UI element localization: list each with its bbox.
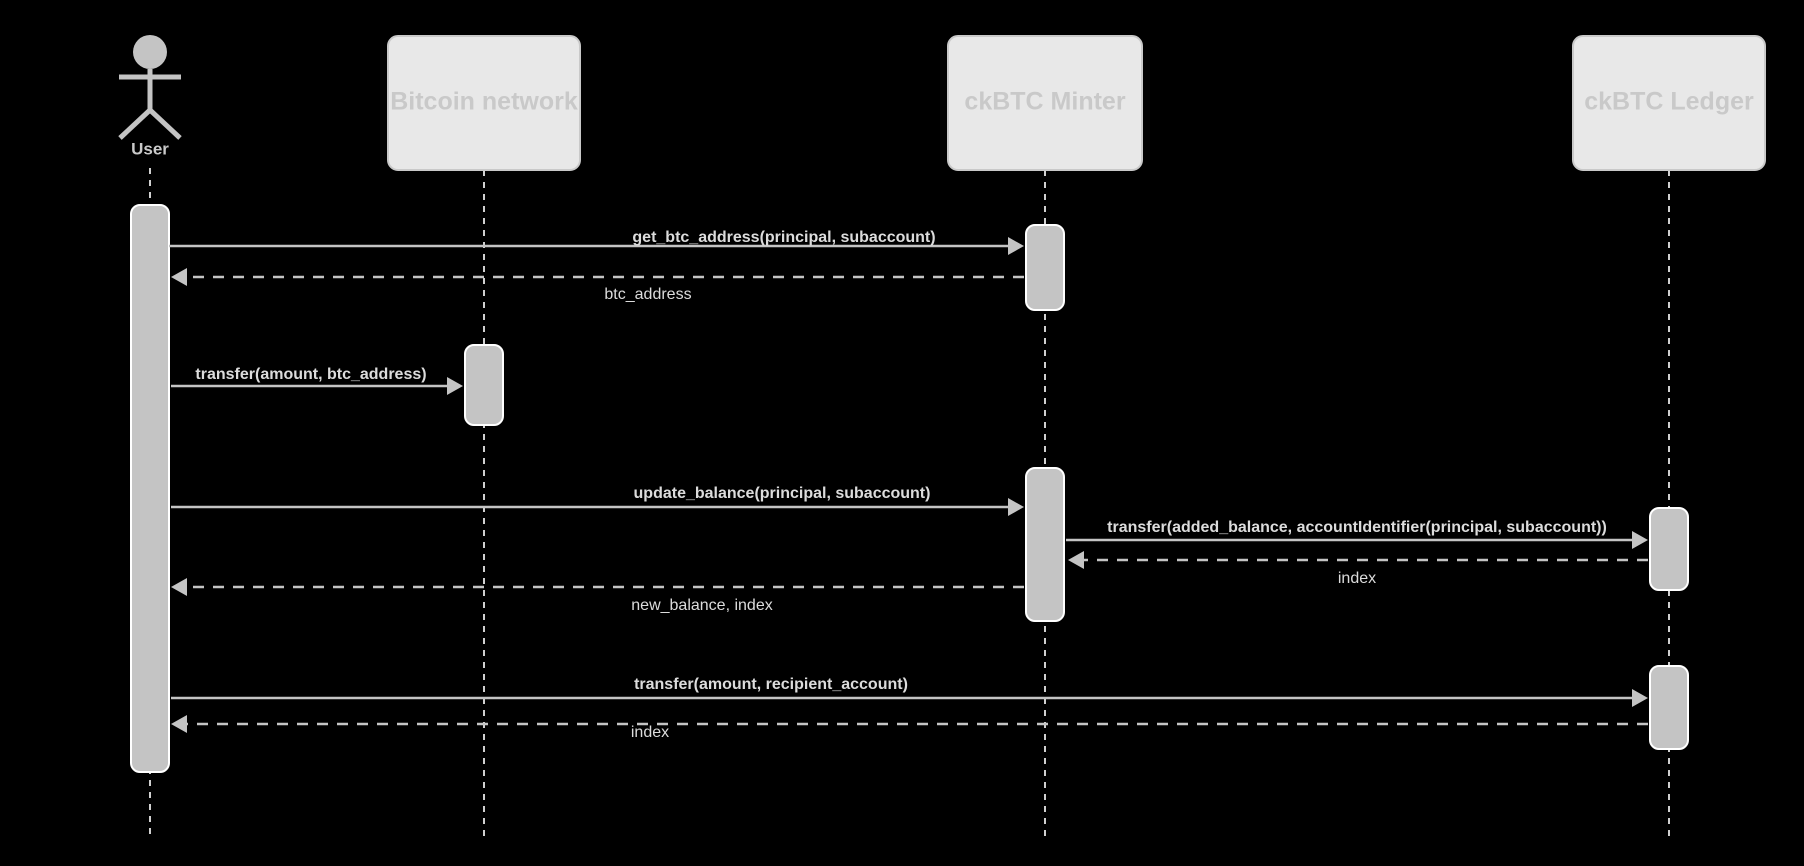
- activation-bar-ckbtc-minter-3: [1025, 467, 1065, 622]
- message-arrowhead-msg-transfer-btc: [447, 377, 463, 395]
- message-msg-new-balance-index[interactable]: new_balance, index: [171, 578, 1024, 614]
- activation-bar-bitcoin-network-2: [464, 344, 504, 426]
- participant-label-ckbtc-minter: ckBTC Minter: [964, 88, 1125, 116]
- participant-label-ckbtc-ledger: ckBTC Ledger: [1584, 88, 1754, 116]
- actor-left-leg-icon: [118, 108, 152, 140]
- message-label-msg-transfer-btc: transfer(amount, btc_address): [195, 366, 426, 383]
- messages-group: get_btc_address(principal, subaccount) bt…: [169, 229, 1648, 741]
- message-arrowhead-msg-new-balance-index: [171, 578, 187, 596]
- message-msg-update-balance[interactable]: update_balance(principal, subaccount): [171, 485, 1024, 516]
- message-label-msg-transfer-added-balance: transfer(added_balance, accountIdentifie…: [1107, 519, 1607, 536]
- message-msg-transfer-recipient[interactable]: transfer(amount, recipient_account): [171, 676, 1648, 707]
- message-label-msg-get-btc-address: get_btc_address(principal, subaccount): [632, 229, 935, 246]
- activation-bar-ckbtc-minter-1: [1025, 224, 1065, 311]
- participant-label-bitcoin-network: Bitcoin network: [390, 88, 578, 116]
- actor-head-icon: [133, 35, 167, 69]
- message-arrowhead-msg-index-ledger-to-user: [171, 715, 187, 733]
- participant-box-ckbtc-ledger: [1572, 35, 1766, 171]
- participant-label-user: User: [131, 139, 169, 158]
- participant-box-bitcoin-network: [387, 35, 581, 171]
- actor-right-leg-icon: [148, 108, 182, 140]
- activation-bar-ckbtc-ledger-5: [1649, 665, 1689, 750]
- message-label-msg-transfer-recipient: transfer(amount, recipient_account): [634, 676, 908, 693]
- message-label-msg-btc-address: btc_address: [604, 286, 691, 303]
- message-msg-index-ledger-to-user[interactable]: index: [171, 715, 1648, 741]
- participant-ckbtc-ledger[interactable]: ckBTC Ledger: [1572, 35, 1766, 171]
- message-arrowhead-msg-btc-address: [171, 268, 187, 286]
- message-arrowhead-msg-transfer-added-balance: [1632, 531, 1648, 549]
- participant-ckbtc-minter[interactable]: ckBTC Minter: [947, 35, 1143, 171]
- message-label-msg-new-balance-index: new_balance, index: [631, 597, 772, 614]
- message-arrowhead-msg-update-balance: [1008, 498, 1024, 516]
- message-label-msg-index-ledger-to-minter: index: [1338, 570, 1376, 587]
- participant-bitcoin-network[interactable]: Bitcoin network: [387, 35, 581, 171]
- message-msg-get-btc-address[interactable]: get_btc_address(principal, subaccount): [169, 229, 1024, 255]
- message-arrowhead-msg-index-ledger-to-minter: [1068, 551, 1084, 569]
- activation-bar-user-0: [130, 204, 170, 773]
- participants-group: User Bitcoin network ckBTC Minter ckBTC Led…: [118, 35, 1766, 171]
- activation-bar-ckbtc-ledger-4: [1649, 507, 1689, 591]
- message-arrowhead-msg-transfer-recipient: [1632, 689, 1648, 707]
- participant-user[interactable]: User: [118, 35, 182, 158]
- lifelines-group: [149, 168, 1670, 838]
- message-msg-transfer-added-balance[interactable]: transfer(added_balance, accountIdentifie…: [1066, 519, 1648, 549]
- activation-bars-group: [130, 204, 1689, 773]
- message-msg-index-ledger-to-minter[interactable]: index: [1068, 551, 1648, 587]
- participant-box-ckbtc-minter: [947, 35, 1143, 171]
- message-arrowhead-msg-get-btc-address: [1008, 237, 1024, 255]
- message-label-msg-index-ledger-to-user: index: [631, 724, 669, 741]
- message-msg-btc-address[interactable]: btc_address: [171, 268, 1024, 303]
- message-label-msg-update-balance: update_balance(principal, subaccount): [634, 485, 931, 502]
- message-msg-transfer-btc[interactable]: transfer(amount, btc_address): [171, 366, 463, 395]
